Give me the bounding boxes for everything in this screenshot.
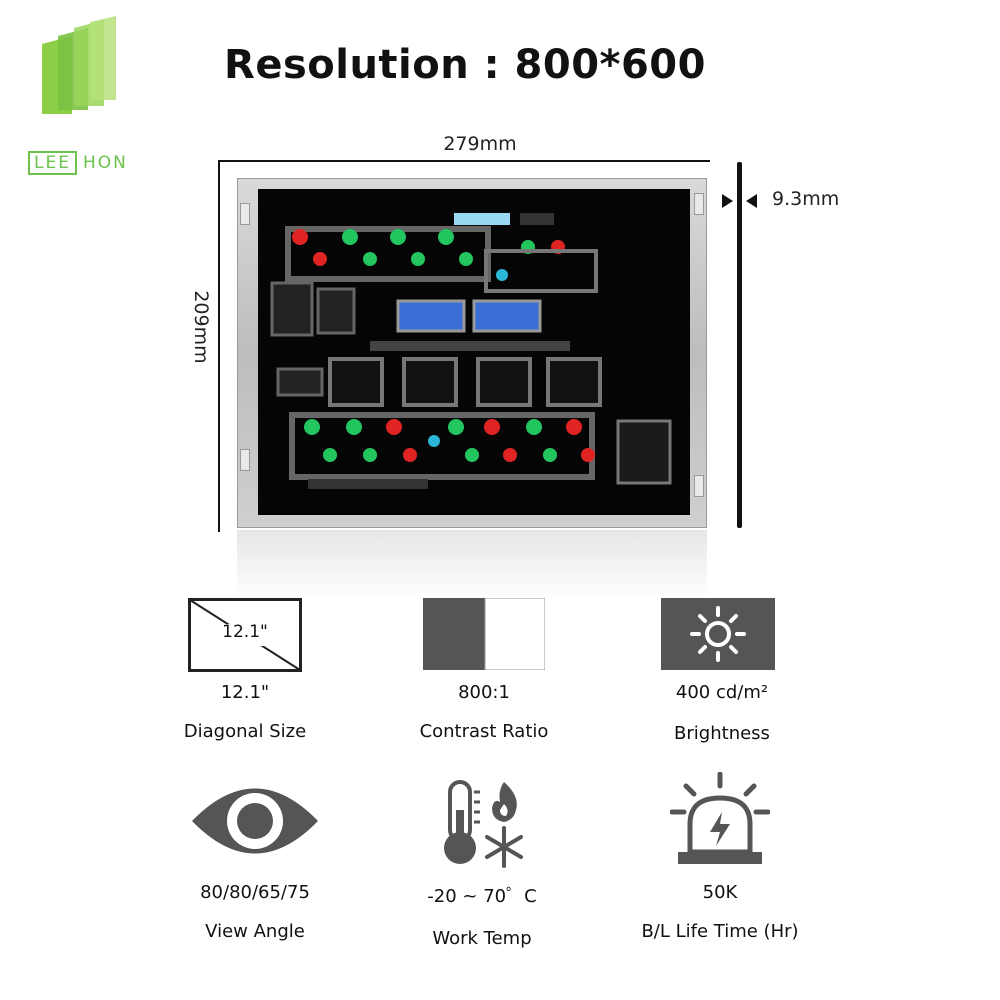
- leehon-logo: LEE HON: [28, 14, 138, 175]
- spec-label: View Angle: [205, 921, 305, 942]
- thickness-side-profile: [737, 162, 742, 528]
- brightness-sun-icon: [661, 598, 775, 674]
- mounting-tab: [240, 449, 250, 471]
- spec-label: Brightness: [674, 723, 770, 744]
- thickness-arrow-left-icon: [722, 194, 733, 208]
- spec-work-temp: -20 ~ 70゜C Work Temp: [382, 882, 582, 949]
- logo-mark-icon: [42, 16, 116, 114]
- diagonal-size-icon-text: 12.1": [222, 622, 268, 642]
- contrast-ratio-icon: [423, 597, 546, 674]
- logo-wordmark: LEE HON: [28, 150, 138, 176]
- alarm-light-icon: [669, 771, 771, 870]
- spec-brightness: 400 cd/m² Brightness: [622, 682, 822, 744]
- resolution-title: Resolution : 800*600: [224, 42, 706, 88]
- spec-label: Work Temp: [432, 928, 532, 949]
- spec-value: 80/80/65/75: [200, 882, 310, 903]
- mounting-tab: [694, 475, 704, 497]
- mounting-tab: [694, 193, 704, 215]
- logo-text-hon: HON: [82, 153, 128, 173]
- spec-label: B/L Life Time (Hr): [641, 921, 799, 942]
- panel-reflection: [237, 530, 707, 600]
- scada-diagram-graphic: [258, 189, 690, 515]
- spec-value: 400 cd/m²: [675, 682, 769, 703]
- spec-value: 12.1": [220, 682, 270, 703]
- height-dimension-label: 209mm: [190, 290, 212, 364]
- width-dimension-label: 279mm: [443, 133, 517, 155]
- eye-icon: [190, 780, 320, 866]
- lcd-panel-image: [237, 178, 707, 528]
- logo-text-lee: LEE: [28, 151, 77, 175]
- height-dimension-line: [218, 160, 220, 532]
- spec-contrast-ratio: 800:1 Contrast Ratio: [384, 682, 584, 742]
- thickness-arrow-right-icon: [746, 194, 757, 208]
- mounting-tab: [240, 203, 250, 225]
- width-dimension-line: [218, 160, 710, 162]
- spec-value: -20 ~ 70゜C: [427, 886, 537, 907]
- spec-value: 800:1: [458, 682, 510, 703]
- spec-backlight-life: 50K B/L Life Time (Hr): [620, 882, 820, 942]
- spec-label: Contrast Ratio: [419, 721, 549, 742]
- spec-label: Diagonal Size: [183, 721, 307, 742]
- thermometer-icon: [440, 780, 530, 872]
- spec-view-angle: 80/80/65/75 View Angle: [155, 882, 355, 942]
- thickness-dimension-label: 9.3mm: [772, 188, 840, 210]
- spec-diagonal-size: 12.1" Diagonal Size: [145, 682, 345, 742]
- spec-value: 50K: [702, 882, 738, 903]
- lcd-screen-scada-graphic: [258, 189, 690, 515]
- diagonal-size-icon: 12.1": [188, 598, 302, 676]
